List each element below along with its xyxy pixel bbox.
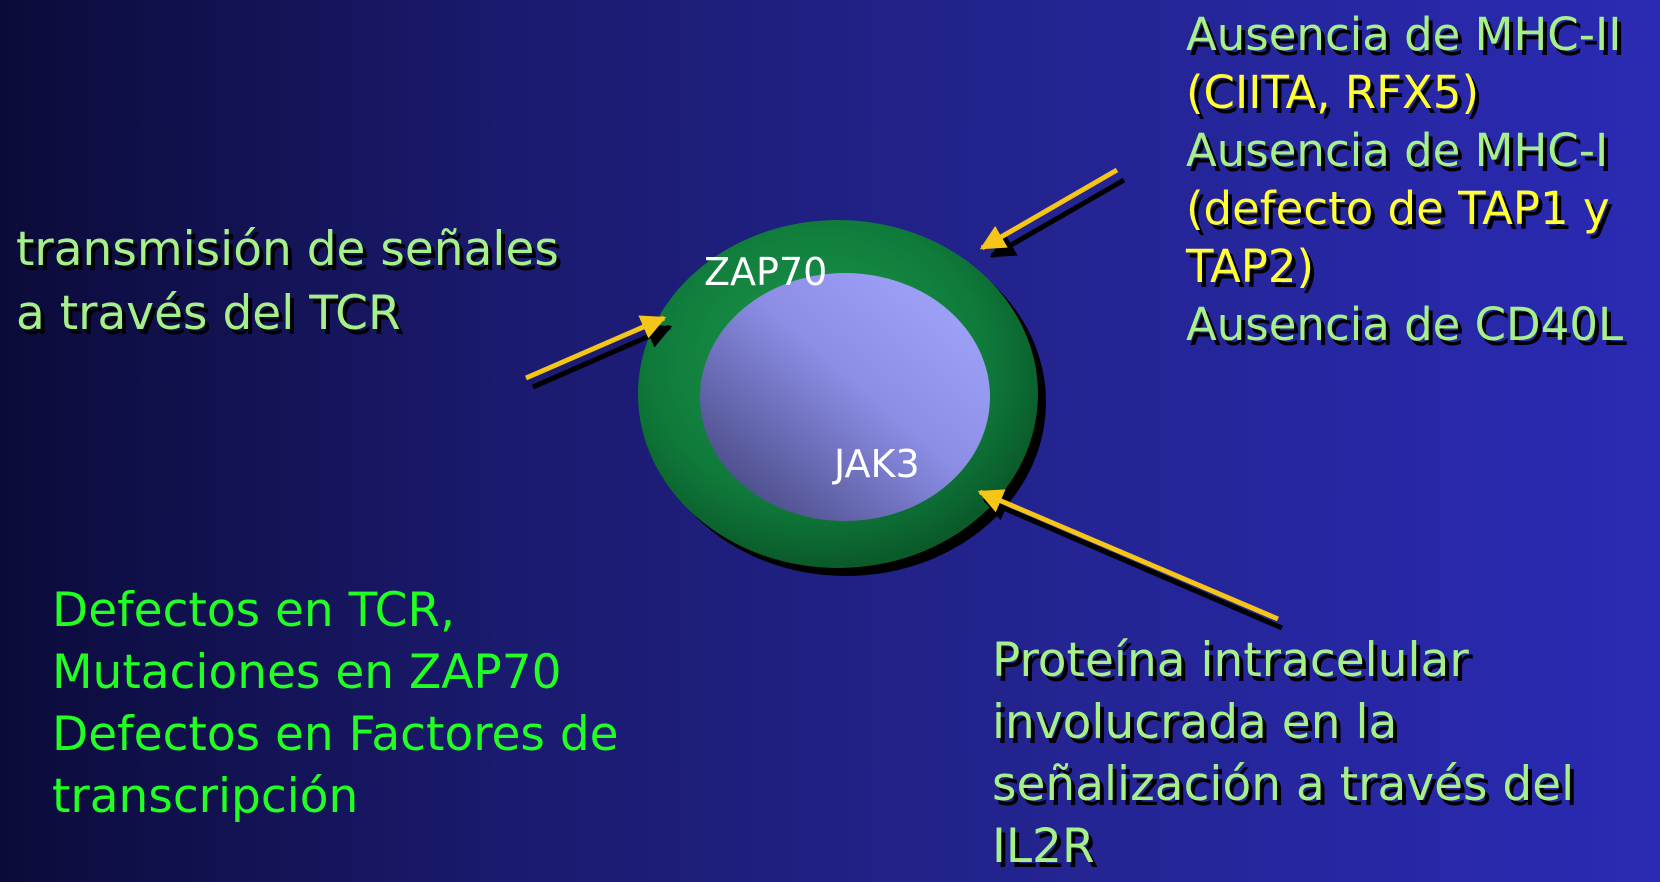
tcr-signal-line: a través del TCR bbox=[16, 286, 401, 341]
defects-text: Defectos en TCR, Mutaciones en ZAP70 Def… bbox=[52, 580, 619, 828]
jak3-desc-line: señalización a través del bbox=[992, 757, 1575, 812]
arrow-tcr bbox=[525, 315, 667, 381]
defects-line: Defectos en Factores de bbox=[52, 707, 619, 762]
tcr-signal-text: transmisión de señales a través del TCR bbox=[16, 218, 559, 346]
tcr-signal-line: transmisión de señales bbox=[16, 222, 559, 277]
mhc-line: (CIITA, RFX5) bbox=[1186, 66, 1480, 119]
mhc-line: Ausencia de MHC-I bbox=[1186, 124, 1609, 177]
jak3-description: Proteína intracelular involucrada en la … bbox=[992, 630, 1574, 878]
defects-line: transcripción bbox=[52, 769, 359, 824]
arrow-mhc-shadow bbox=[989, 177, 1126, 259]
mhc-line: (defecto de TAP1 y bbox=[1186, 182, 1610, 235]
mhc-deficiency-list: Ausencia de MHC-II (CIITA, RFX5) Ausenci… bbox=[1186, 6, 1623, 354]
defects-line: Defectos en TCR, bbox=[52, 583, 456, 638]
jak3-desc-line: IL2R bbox=[992, 819, 1095, 874]
cell-cytoplasm bbox=[700, 273, 990, 521]
mhc-line: Ausencia de MHC-II bbox=[1186, 8, 1622, 61]
jak3-desc-line: involucrada en la bbox=[992, 695, 1398, 750]
arrow-il2r bbox=[977, 489, 1279, 622]
arrow-mhc bbox=[979, 167, 1119, 251]
jak3-label: JAK3 bbox=[834, 442, 920, 486]
defects-line: Mutaciones en ZAP70 bbox=[52, 645, 562, 700]
mhc-line: Ausencia de CD40L bbox=[1186, 298, 1624, 351]
zap70-label: ZAP70 bbox=[704, 250, 828, 294]
mhc-line: TAP2) bbox=[1186, 240, 1315, 293]
jak3-desc-line: Proteína intracelular bbox=[992, 633, 1469, 688]
arrow-il2r-shadow bbox=[982, 497, 1283, 631]
